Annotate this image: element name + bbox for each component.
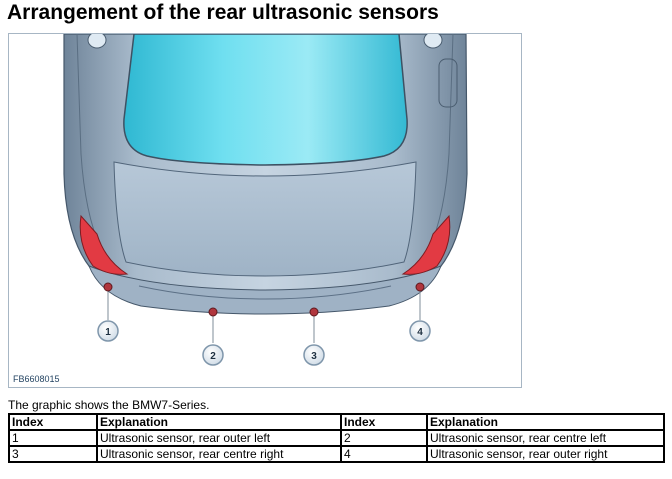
table-row: 1 Ultrasonic sensor, rear outer left 2 U…	[8, 429, 665, 447]
page-title: Arrangement of the rear ultrasonic senso…	[7, 1, 439, 24]
sensor-illustration: 1 2 3 4 FB6608015	[8, 33, 522, 388]
explanation-cell: Ultrasonic sensor, rear centre right	[96, 445, 342, 463]
header-index: Index	[8, 413, 98, 431]
rear-bumper	[88, 265, 442, 315]
sensor-2-rear-centre-left	[208, 307, 218, 317]
callout-3: 3	[303, 344, 325, 366]
figure-caption: The graphic shows the BMW7-Series.	[8, 398, 210, 412]
table-header-row: Index Explanation Index Explanation	[8, 413, 665, 431]
callout-4: 4	[409, 320, 431, 342]
callout-3-label: 3	[311, 351, 317, 362]
explanation-cell: Ultrasonic sensor, rear outer left	[96, 429, 342, 447]
sensor-1-rear-outer-left	[103, 282, 113, 292]
taillight-left	[79, 214, 129, 275]
table-row: 3 Ultrasonic sensor, rear centre right 4…	[8, 445, 665, 463]
index-cell: 1	[8, 429, 98, 447]
explanation-cell: Ultrasonic sensor, rear centre left	[426, 429, 665, 447]
callout-2-label: 2	[210, 351, 216, 362]
trunk-lid	[113, 161, 417, 277]
header-explanation: Explanation	[426, 413, 665, 431]
sensor-legend-table: Index Explanation Index Explanation 1 Ul…	[8, 413, 665, 463]
header-explanation: Explanation	[96, 413, 342, 431]
index-cell: 4	[340, 445, 428, 463]
index-cell: 3	[8, 445, 98, 463]
car-rear-view: 1 2 3 4	[63, 34, 468, 366]
taillight-right	[401, 214, 451, 275]
callout-1: 1	[97, 320, 119, 342]
sensor-4-rear-outer-right	[415, 282, 425, 292]
callout-2: 2	[202, 344, 224, 366]
figure-code: FB6608015	[13, 374, 60, 384]
callout-1-label: 1	[105, 327, 111, 338]
callout-4-label: 4	[417, 327, 423, 338]
sensor-3-rear-centre-right	[309, 307, 319, 317]
explanation-cell: Ultrasonic sensor, rear outer right	[426, 445, 665, 463]
rear-window	[123, 34, 408, 166]
index-cell: 2	[340, 429, 428, 447]
header-index: Index	[340, 413, 428, 431]
